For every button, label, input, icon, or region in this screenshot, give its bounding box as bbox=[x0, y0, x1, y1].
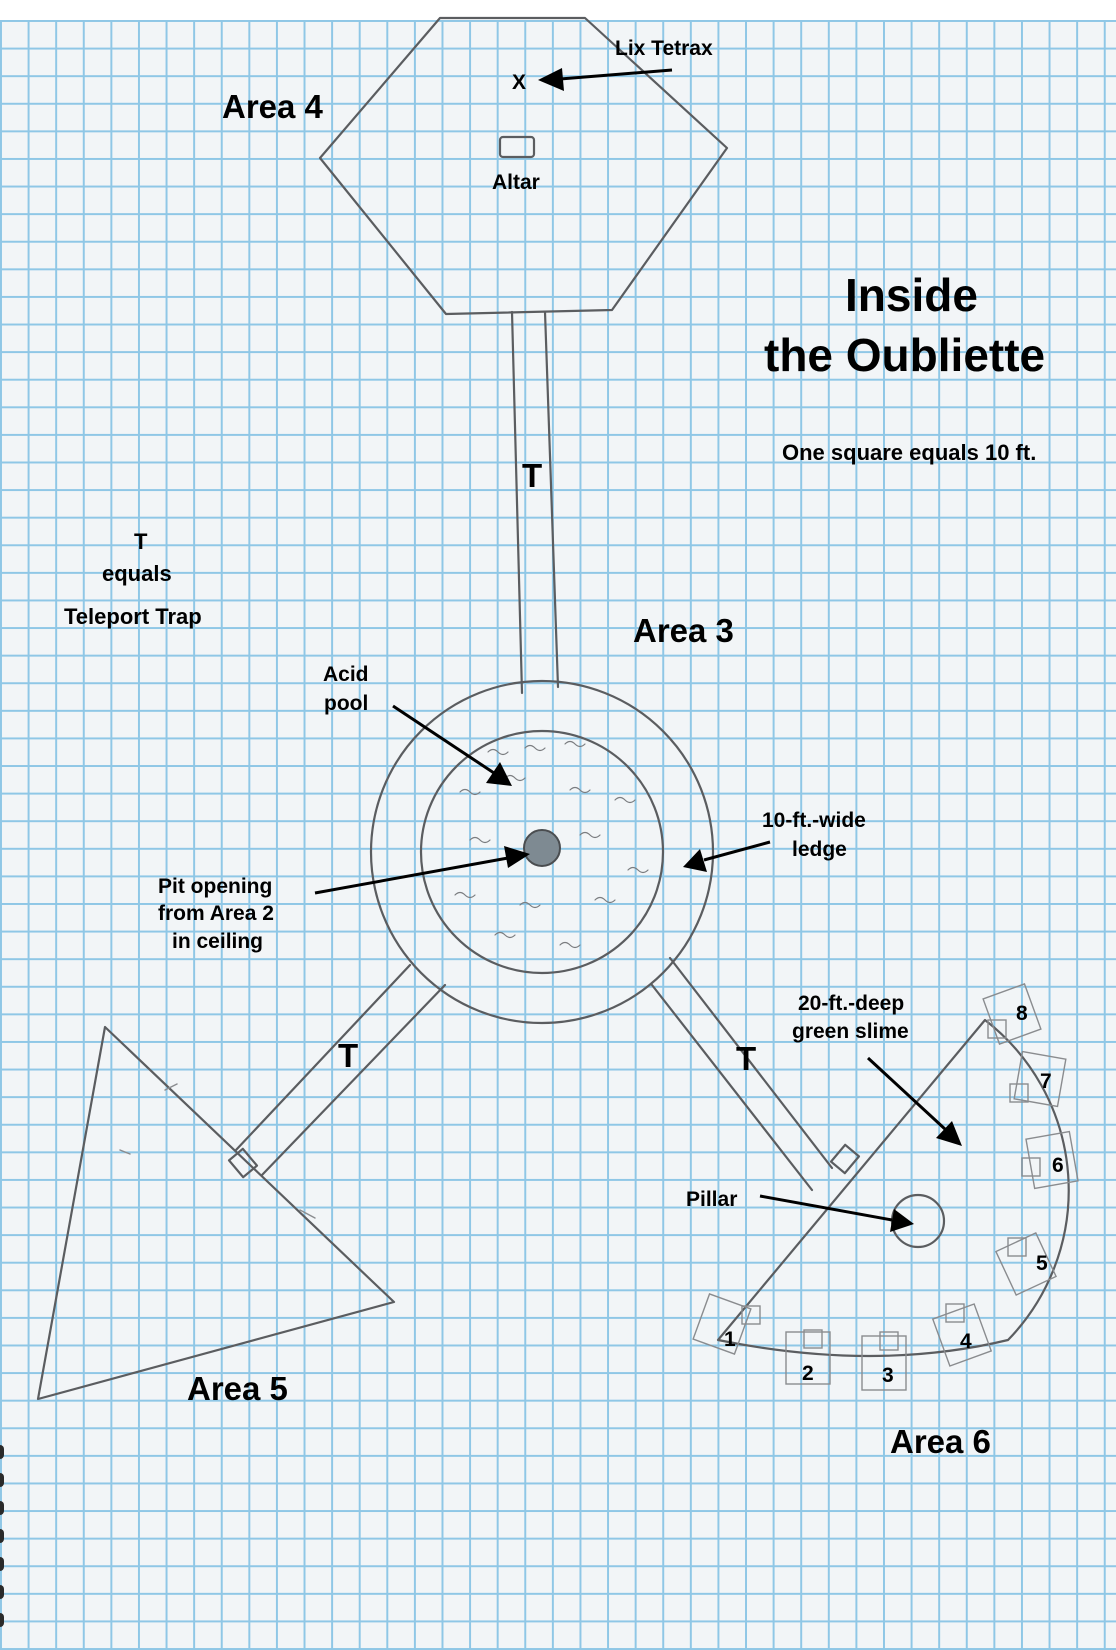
ledge-label-line1: 10-ft.-wide bbox=[762, 809, 866, 832]
slime-label-line2: green slime bbox=[792, 1020, 909, 1043]
lix-tetrax-arrow bbox=[538, 68, 673, 91]
cell-number-1: 1 bbox=[724, 1328, 736, 1351]
altar-label: Altar bbox=[492, 171, 540, 194]
area3-label: Area 3 bbox=[633, 612, 734, 649]
area5-faint-marks bbox=[119, 1083, 316, 1219]
legend-meaning: Teleport Trap bbox=[64, 604, 202, 629]
pit-label-line3: in ceiling bbox=[172, 930, 264, 953]
cell-number-5: 5 bbox=[1036, 1252, 1048, 1275]
area6-label: Area 6 bbox=[890, 1423, 991, 1460]
cell-number-4: 4 bbox=[960, 1330, 972, 1353]
acid-pool-edge bbox=[419, 729, 665, 975]
acid-pool-label-line1: Acid bbox=[323, 663, 369, 686]
area4-label: Area 4 bbox=[222, 88, 323, 125]
area5-room-outline bbox=[36, 1025, 396, 1401]
cell-number-3: 3 bbox=[882, 1364, 894, 1387]
north-corridor bbox=[510, 310, 560, 695]
area6-room-outline bbox=[716, 1018, 1070, 1358]
trap-marker-north: T bbox=[522, 457, 543, 494]
area5-label: Area 5 bbox=[187, 1370, 288, 1407]
cell-number-7: 7 bbox=[1040, 1070, 1052, 1093]
ledge-label-line2: ledge bbox=[792, 838, 847, 861]
lix-tetrax-label: Lix Tetrax bbox=[615, 37, 713, 60]
ledge-arrow bbox=[683, 840, 771, 872]
pillar-label: Pillar bbox=[686, 1188, 738, 1211]
slime-arrow bbox=[866, 1056, 962, 1146]
cell-number-2: 2 bbox=[802, 1362, 814, 1385]
scale-note: One square equals 10 ft. bbox=[782, 440, 1037, 465]
map-title-line2: the Oubliette bbox=[764, 329, 1046, 381]
map-title-line1: Inside bbox=[845, 269, 978, 321]
acid-pool-arrow bbox=[392, 704, 512, 786]
southwest-trap-door bbox=[227, 1147, 259, 1179]
pit-label-line2: from Area 2 bbox=[158, 902, 274, 925]
cell-number-6: 6 bbox=[1052, 1154, 1064, 1177]
legend-equals: equals bbox=[102, 561, 172, 586]
pit-arrow bbox=[314, 846, 530, 895]
trap-marker-southeast: T bbox=[736, 1040, 757, 1077]
pillar-arrow bbox=[759, 1194, 914, 1232]
slime-label-line1: 20-ft.-deep bbox=[798, 992, 905, 1015]
cell-number-8: 8 bbox=[1016, 1002, 1028, 1025]
southeast-corridor bbox=[650, 956, 834, 1192]
pit-opening bbox=[523, 829, 561, 867]
southeast-trap-door bbox=[829, 1143, 861, 1175]
area6-cells bbox=[692, 983, 1079, 1391]
southwest-corridor bbox=[234, 963, 447, 1177]
altar-block bbox=[498, 135, 536, 159]
trap-marker-southwest: T bbox=[338, 1037, 359, 1074]
acid-pool-label-line2: pool bbox=[324, 692, 369, 715]
acid-waves bbox=[454, 740, 649, 949]
pit-label-line1: Pit opening bbox=[158, 875, 273, 898]
legend-symbol: T bbox=[134, 529, 148, 554]
area4-room-outline bbox=[318, 16, 729, 316]
lix-tetrax-x-mark: X bbox=[512, 71, 527, 94]
area3-outer-wall bbox=[369, 679, 715, 1025]
